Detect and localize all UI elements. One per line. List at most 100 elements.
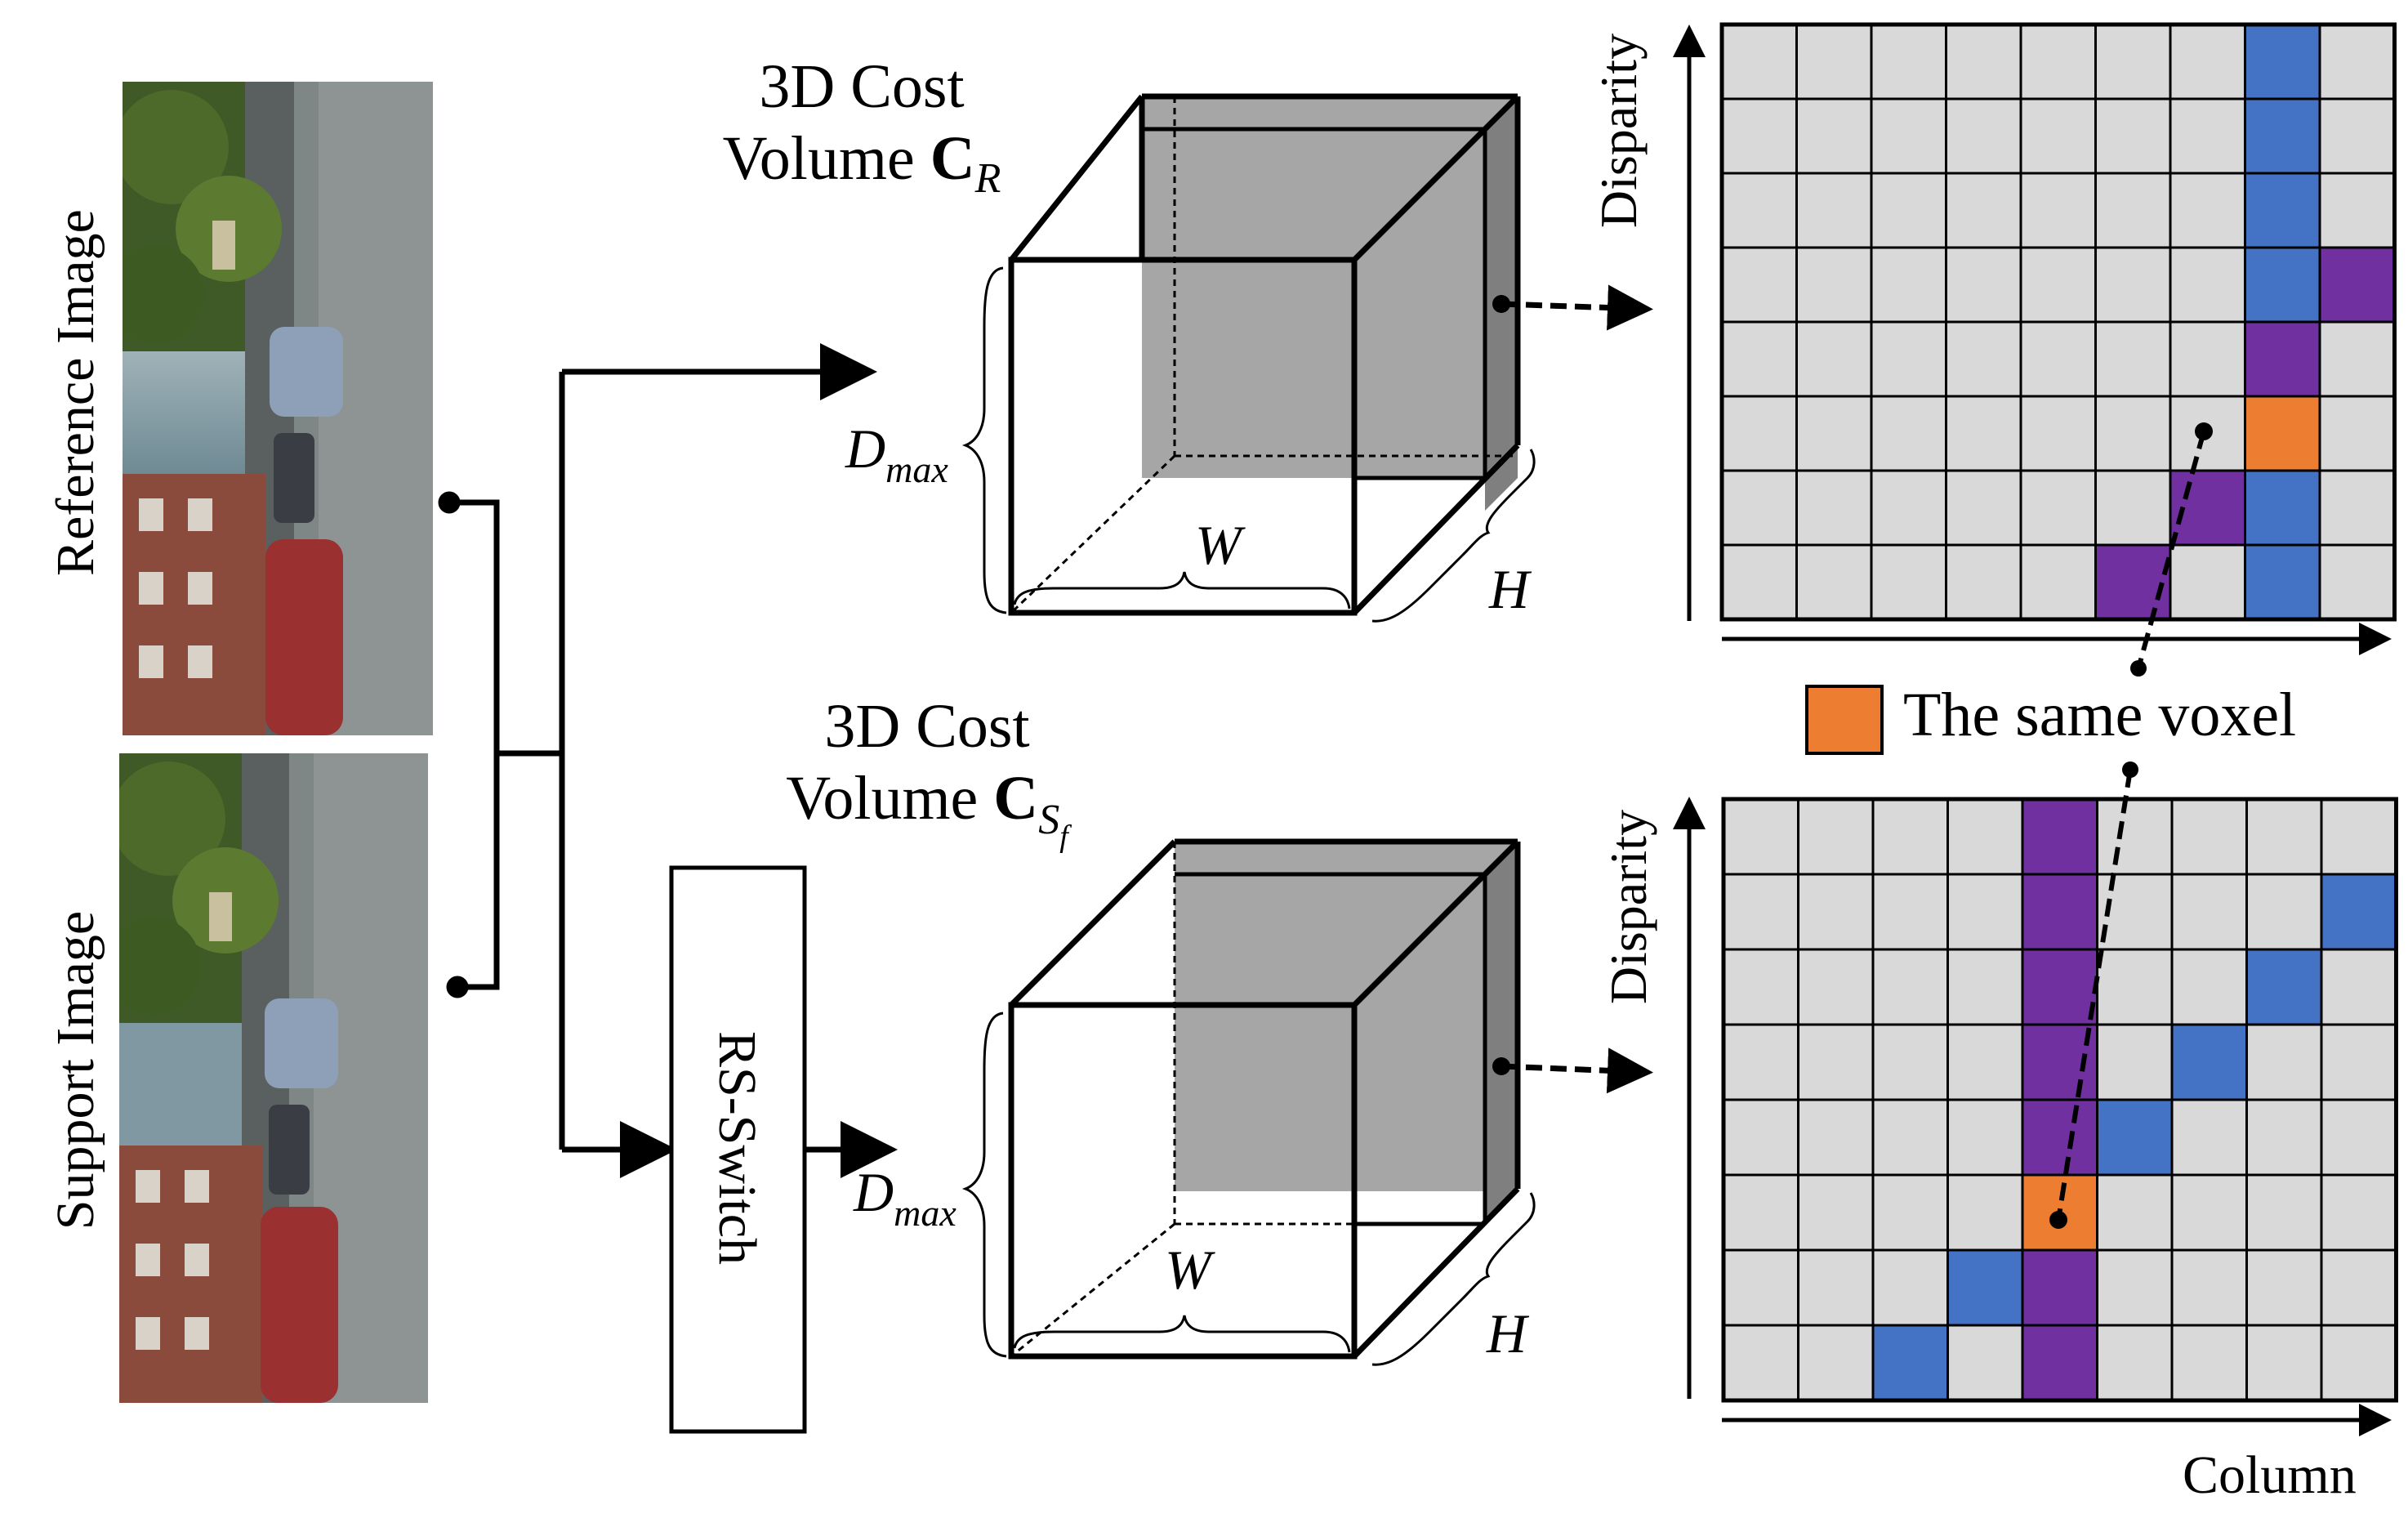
top-voxel-arrow [1501, 284, 1653, 331]
grid-cell [2169, 320, 2246, 398]
bottom-y-axis-label: Disparity [1599, 809, 1657, 1005]
grid-cell [1945, 23, 2022, 100]
grid-cell [2019, 469, 2097, 547]
grid-axes [1673, 25, 2392, 1436]
grid-cell [1870, 97, 1947, 175]
bottom-w-brace [1013, 1315, 1351, 1353]
grid-cell [2019, 320, 2097, 398]
grid-cell [2094, 172, 2172, 249]
reference-image-scene [123, 82, 433, 735]
grid-cell [2019, 172, 2097, 249]
reference-image [123, 82, 433, 735]
grid-cell [1795, 246, 1873, 324]
grid-cell [2170, 1098, 2248, 1177]
grid-cell [1871, 1098, 1949, 1177]
grid-cell [2245, 1023, 2323, 1101]
blue-cell [2244, 97, 2321, 175]
top-orange-dot [2195, 422, 2213, 440]
bottom-h-label: H [1487, 1302, 1527, 1364]
grid-cell [2094, 320, 2172, 398]
bottom-volume-subsubscript: f [1059, 820, 1068, 854]
grid-cell [1946, 1023, 2024, 1101]
grid-cell [2169, 97, 2246, 175]
grid-cell [1871, 1173, 1949, 1252]
rs-switch-label: RS-Switch [707, 1030, 767, 1266]
grid-cell [2318, 395, 2396, 472]
grid-cell [2245, 873, 2323, 951]
link-dot-mid-bottom [2122, 761, 2138, 778]
bottom-volume-title-prefix: Volume [786, 764, 994, 833]
top-dmax-label: Dmax [845, 417, 948, 491]
top-y-axis-label: Disparity [1590, 33, 1648, 229]
grid-cell [1722, 1023, 1799, 1101]
grid-cell [1946, 1324, 2024, 1402]
grid-cell [2096, 1173, 2174, 1252]
blue-cell [2096, 1098, 2174, 1177]
grid-cell [1795, 543, 1873, 621]
grid-cell [2096, 948, 2174, 1026]
grid-cell [2019, 97, 2097, 175]
blue-cell [2244, 246, 2321, 324]
grid-cell [1945, 320, 2022, 398]
input-connectors [438, 343, 898, 1178]
grid-cell [2318, 23, 2396, 100]
grid-cell [1720, 469, 1798, 547]
blue-cell [1871, 1324, 1949, 1402]
top-w-label: W [1195, 514, 1242, 576]
grid-cell [1871, 873, 1949, 951]
bottom-w-label: W [1165, 1239, 1211, 1301]
grid-cell [1795, 23, 1873, 100]
grid-cell [2170, 797, 2248, 876]
grid-cell [2096, 1324, 2174, 1402]
purple-cell [2021, 1098, 2098, 1177]
grid-cell [2169, 172, 2246, 249]
legend-label: The same voxel [1903, 681, 2297, 749]
grid-cell [1795, 97, 1873, 175]
grid-cell [2096, 1248, 2174, 1327]
grid-cell [1797, 1023, 1875, 1101]
grid-cell [2318, 469, 2396, 547]
grid-cell [1870, 172, 1947, 249]
purple-cell [2021, 873, 2098, 951]
grid-cell [1945, 543, 2022, 621]
grid-cell [1722, 1248, 1799, 1327]
grid-cell [1797, 1248, 1875, 1327]
purple-cell [2021, 797, 2098, 876]
grid-cell [2245, 797, 2323, 876]
grid-cell [1945, 172, 2022, 249]
grid-border [1721, 797, 2398, 1403]
top-volume-title-prefix: Volume [722, 124, 930, 193]
grid-cell [2170, 873, 2248, 951]
top-volume-title-line2: Volume CR [686, 123, 1037, 215]
grid-cell [2096, 797, 2174, 876]
grid-cell [1722, 1324, 1799, 1402]
grid-cell [1797, 948, 1875, 1026]
grid-cell [2019, 395, 2097, 472]
grid-cell [1871, 1023, 1949, 1101]
grid-cell [1945, 246, 2022, 324]
grid-cell [1795, 320, 1873, 398]
grid-cell [2320, 1173, 2397, 1252]
bottom-disparity-grid [1721, 797, 2398, 1403]
grid-cell [2245, 1324, 2323, 1402]
grid-cell [1871, 797, 1949, 876]
grid-border [1719, 22, 2397, 622]
purple-cell [2094, 543, 2172, 621]
grid-cell [1797, 797, 1875, 876]
purple-cell [2244, 320, 2321, 398]
same-voxel-link [2049, 422, 2213, 1229]
bottom-cost-volume-cube [961, 838, 1653, 1366]
grid-cell [1795, 172, 1873, 249]
blue-cell [2320, 873, 2397, 951]
top-disparity-grid [1719, 22, 2397, 622]
grid-cell [2318, 320, 2396, 398]
grid-cell [1871, 1248, 1949, 1327]
grid-cell [1720, 320, 1798, 398]
grid-cell [1795, 469, 1873, 547]
grid-cell [1870, 246, 1947, 324]
purple-cell [2318, 246, 2396, 324]
grid-cell [1946, 873, 2024, 951]
grid-cell [1720, 97, 1798, 175]
